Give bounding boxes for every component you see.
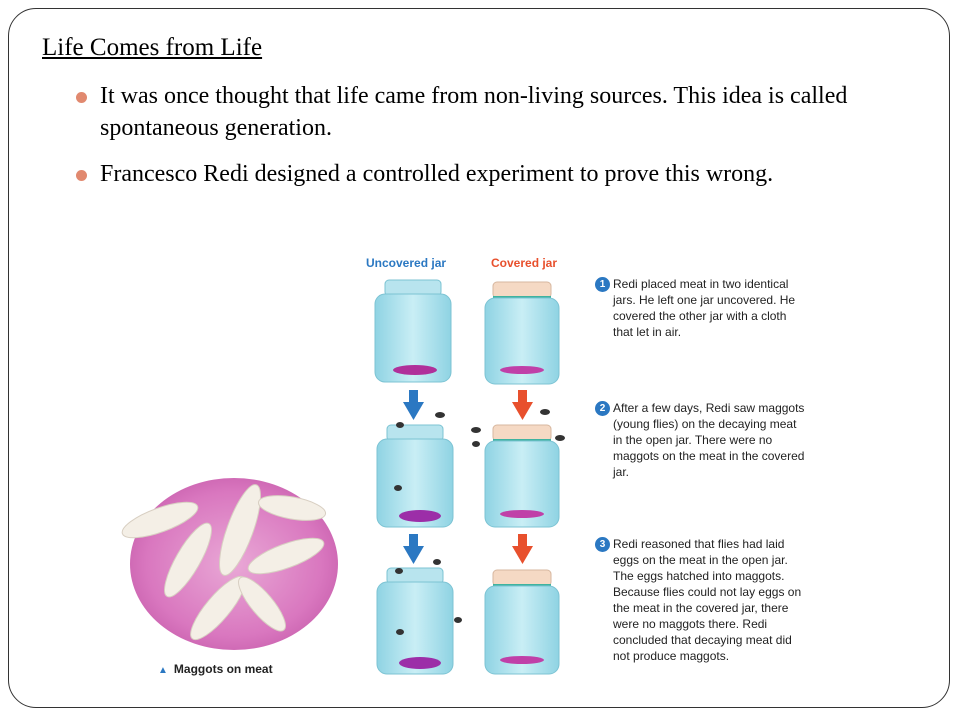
maggots-on-meat-photo <box>118 478 338 650</box>
triangle-icon: ▲ <box>158 665 168 676</box>
red-arrow-icon <box>512 534 533 564</box>
uncovered-jar-3 <box>377 568 453 674</box>
step-number-badge: 1 <box>595 277 610 292</box>
step-text: Redi reasoned that flies had laid eggs o… <box>613 536 808 664</box>
covered-jar-1 <box>485 282 559 384</box>
blue-arrow-icon <box>403 390 424 420</box>
step-number-badge: 2 <box>595 401 610 416</box>
blue-arrow-icon <box>403 534 424 564</box>
step-text: After a few days, Redi saw maggots (youn… <box>613 400 808 480</box>
step-number-badge: 3 <box>595 537 610 552</box>
step-text: Redi placed meat in two identical jars. … <box>613 276 808 340</box>
photo-caption: ▲ Maggots on meat <box>158 662 273 676</box>
uncovered-jar-2 <box>377 425 453 527</box>
caption-text: Maggots on meat <box>174 662 273 676</box>
red-arrow-icon <box>512 390 533 420</box>
uncovered-jar-1 <box>375 280 451 382</box>
covered-jar-3 <box>485 570 559 674</box>
covered-jar-2 <box>485 425 559 527</box>
